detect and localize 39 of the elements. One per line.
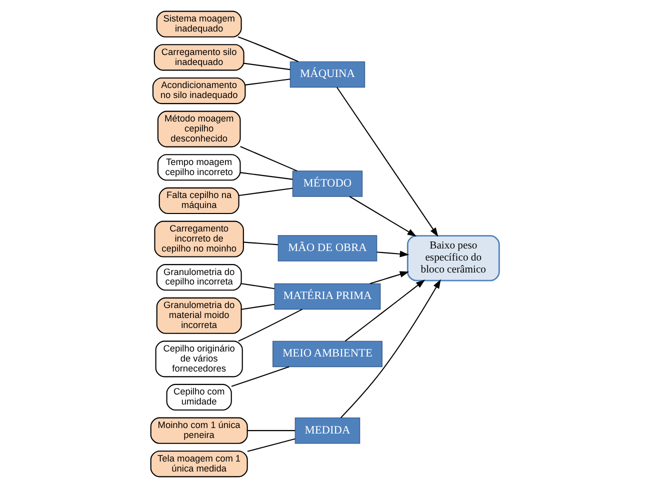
node-box: Tempo moagem cepilho incorreto <box>156 154 240 181</box>
node-box: Carregamento incorreto de cepilho no moinho <box>154 220 244 258</box>
node-box: Cepilho originário de vários fornecedores <box>154 340 242 378</box>
arrow <box>340 279 440 418</box>
node-box: MÁQUINA <box>289 61 365 88</box>
node-box: MÉTODO <box>292 170 362 197</box>
connector <box>246 438 295 452</box>
connector <box>237 36 298 62</box>
connector <box>242 242 278 246</box>
node-box: MATÉRIA PRIMA <box>274 283 380 310</box>
node-box: Método moagem cepilho desconhecido <box>156 110 240 148</box>
connector <box>240 283 274 290</box>
arrow <box>376 250 409 258</box>
connector <box>230 366 289 387</box>
connector <box>240 146 297 172</box>
connector <box>240 172 292 180</box>
node-box: Cepilho com umidade <box>166 384 232 411</box>
node-box: Falta cepilho na máquina <box>158 187 239 214</box>
connector <box>246 430 295 432</box>
node-box: Acondicionamento no silo inadequado <box>152 77 246 104</box>
node-box: Baixo peso específico do bloco cerâmico <box>406 235 500 282</box>
arrow <box>369 271 409 284</box>
node-box: Carregamento silo inadequado <box>153 44 244 71</box>
node-box: Tela moagem com 1 única medida <box>150 450 248 478</box>
connector <box>240 304 274 310</box>
node-box: MEDIDA <box>294 417 360 444</box>
node-box: MEIO AMBIENTE <box>272 340 382 368</box>
connector <box>238 308 302 342</box>
node-box: Granulometria do cepilho incorreta <box>156 264 242 291</box>
node-box: MÃO DE OBRA <box>277 235 377 262</box>
arrow <box>348 196 416 237</box>
connector <box>243 62 290 70</box>
connector <box>238 188 292 196</box>
arrow <box>344 280 425 342</box>
connector <box>244 78 290 86</box>
node-box: Granulometria do material moido incorreta <box>156 297 242 334</box>
node-box: Moinho com 1 única peneira <box>150 417 248 444</box>
arrow <box>336 87 438 237</box>
node-box: Sistema moagem inadequado <box>156 10 242 38</box>
